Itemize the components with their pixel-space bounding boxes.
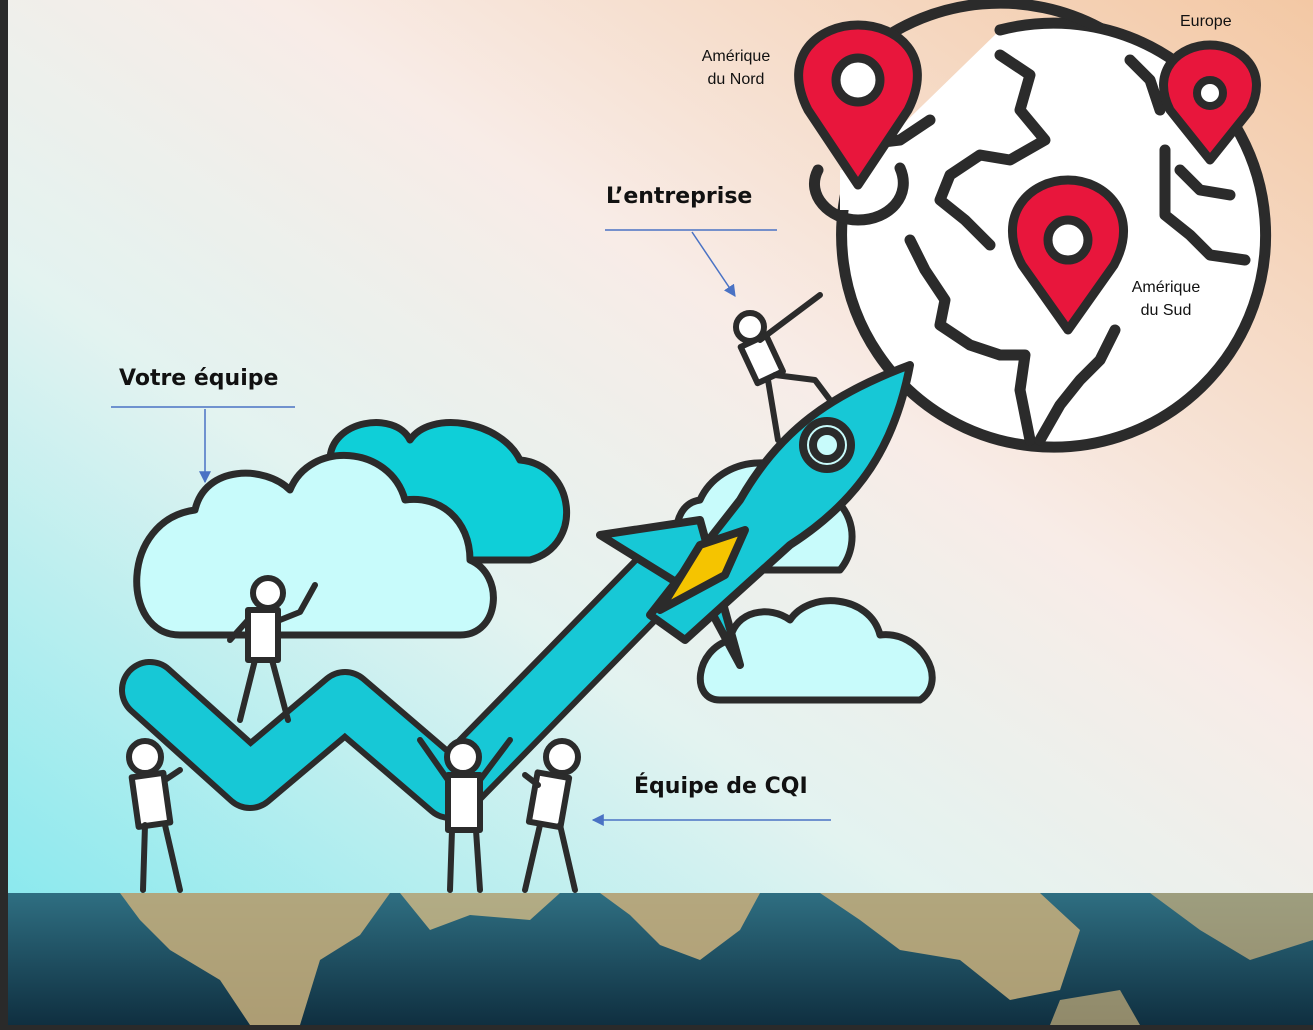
north-america-line-1: Amérique xyxy=(701,48,771,65)
south-america-label: Amérique du Sud xyxy=(1120,276,1212,322)
company-label: L’entreprise xyxy=(606,184,753,209)
europe-label: Europe xyxy=(1180,13,1232,30)
world-map-strip xyxy=(8,893,1313,1025)
team-label: Votre équipe xyxy=(119,366,279,391)
person-icon xyxy=(126,292,833,893)
north-america-label: Amérique du Nord xyxy=(690,45,782,91)
map-pin-europe xyxy=(1159,40,1261,165)
cloud-icon xyxy=(133,419,570,639)
south-america-line-1: Amérique xyxy=(1131,279,1201,296)
south-america-line-2: du Sud xyxy=(1140,302,1192,319)
left-edge xyxy=(0,0,8,1025)
rocket-icon xyxy=(596,361,914,669)
annotation-arrows xyxy=(111,229,831,826)
map-pin-north-america xyxy=(794,20,922,226)
map-pin-south-america xyxy=(1007,175,1129,335)
growth-arrow-icon xyxy=(119,524,711,821)
north-america-line-2: du Nord xyxy=(707,71,765,88)
cqi-team-label: Équipe de CQI xyxy=(634,774,808,799)
